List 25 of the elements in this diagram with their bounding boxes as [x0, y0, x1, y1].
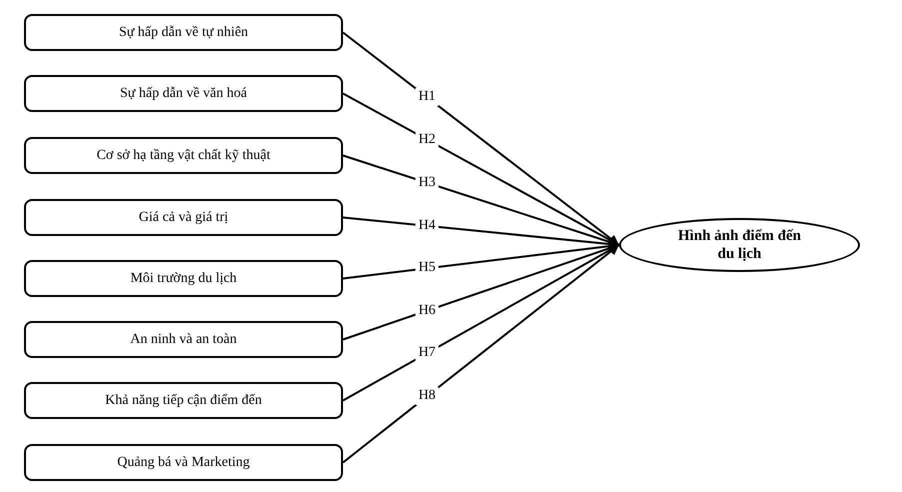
factor-label: Khả năng tiếp cận điểm đến: [105, 392, 262, 410]
arrow: [342, 32, 620, 246]
factor-label: An ninh và an toàn: [130, 331, 237, 349]
factor-box: [24, 14, 343, 51]
edge-label: H2: [415, 130, 439, 149]
edge-label: H7: [415, 344, 439, 362]
factor-box: [24, 260, 343, 297]
arrow: [342, 92, 620, 246]
factor-box: [24, 321, 343, 358]
edge-label: H8: [415, 387, 439, 406]
factor-box: [24, 75, 343, 112]
factor-box: [24, 444, 343, 481]
edge-label: H1: [415, 88, 439, 106]
factor-label: Sự hấp dẫn về tự nhiên: [118, 24, 248, 42]
arrow: [342, 244, 620, 402]
factor-label: Giá cả và giá trị: [138, 209, 228, 227]
factor-label: Sự hấp dẫn về văn hoá: [120, 85, 247, 103]
factor-label: Quảng bá và Marketing: [117, 454, 250, 472]
factor-box: [24, 199, 343, 236]
construct-label: Hình ảnh điểm đến du lịch: [677, 227, 802, 263]
factor-box: [24, 382, 343, 419]
arrow: [342, 244, 620, 464]
factor-label: Cơ sở hạ tầng vật chất kỹ thuật: [96, 147, 270, 165]
factor-label: Môi trường du lịch: [130, 270, 237, 288]
factor-box: [24, 137, 343, 174]
